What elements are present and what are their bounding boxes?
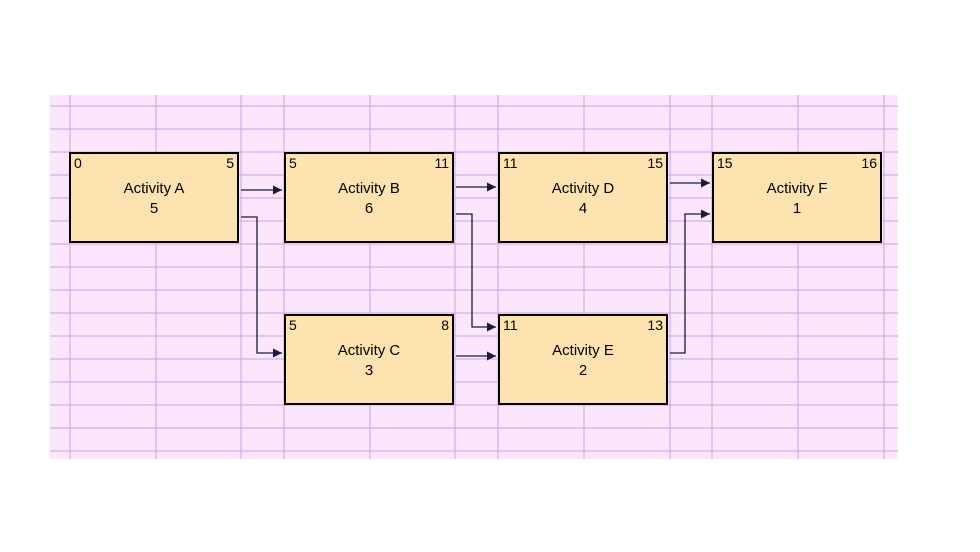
early-finish: 8 <box>441 317 449 333</box>
activity-duration: 6 <box>364 200 374 217</box>
activity-duration: 2 <box>578 362 588 379</box>
early-start: 11 <box>503 317 518 333</box>
early-finish: 5 <box>226 155 234 171</box>
activity-name: Activity B <box>338 180 400 197</box>
activity-box-e[interactable]: 11 13 Activity E 2 <box>498 314 668 405</box>
activity-box-f[interactable]: 15 16 Activity F 1 <box>712 152 882 243</box>
activity-name: Activity E <box>552 342 614 359</box>
early-start: 0 <box>74 155 82 171</box>
activity-box-a[interactable]: 0 5 Activity A 5 <box>69 152 239 243</box>
activity-duration: 4 <box>578 200 588 217</box>
dependency-arrow-b-e <box>456 213 496 332</box>
early-finish: 13 <box>647 317 663 333</box>
early-finish: 11 <box>434 155 449 171</box>
early-start: 11 <box>503 155 518 171</box>
dependency-arrow-a-c <box>241 216 282 358</box>
activity-duration: 5 <box>149 200 159 217</box>
early-start: 5 <box>289 155 297 171</box>
dependency-arrow-e-f <box>670 209 710 354</box>
early-start: 5 <box>289 317 297 333</box>
activity-duration: 3 <box>364 362 374 379</box>
activity-name: Activity F <box>766 180 828 197</box>
early-start: 15 <box>717 155 733 171</box>
early-finish: 16 <box>861 155 877 171</box>
activity-name: Activity C <box>337 342 401 359</box>
activity-box-d[interactable]: 11 15 Activity D 4 <box>498 152 668 243</box>
activity-duration: 1 <box>792 200 802 217</box>
activity-name: Activity D <box>551 180 615 197</box>
activity-name: Activity A <box>123 180 185 197</box>
activity-box-c[interactable]: 5 8 Activity C 3 <box>284 314 454 405</box>
early-finish: 15 <box>647 155 663 171</box>
activity-box-b[interactable]: 5 11 Activity B 6 <box>284 152 454 243</box>
